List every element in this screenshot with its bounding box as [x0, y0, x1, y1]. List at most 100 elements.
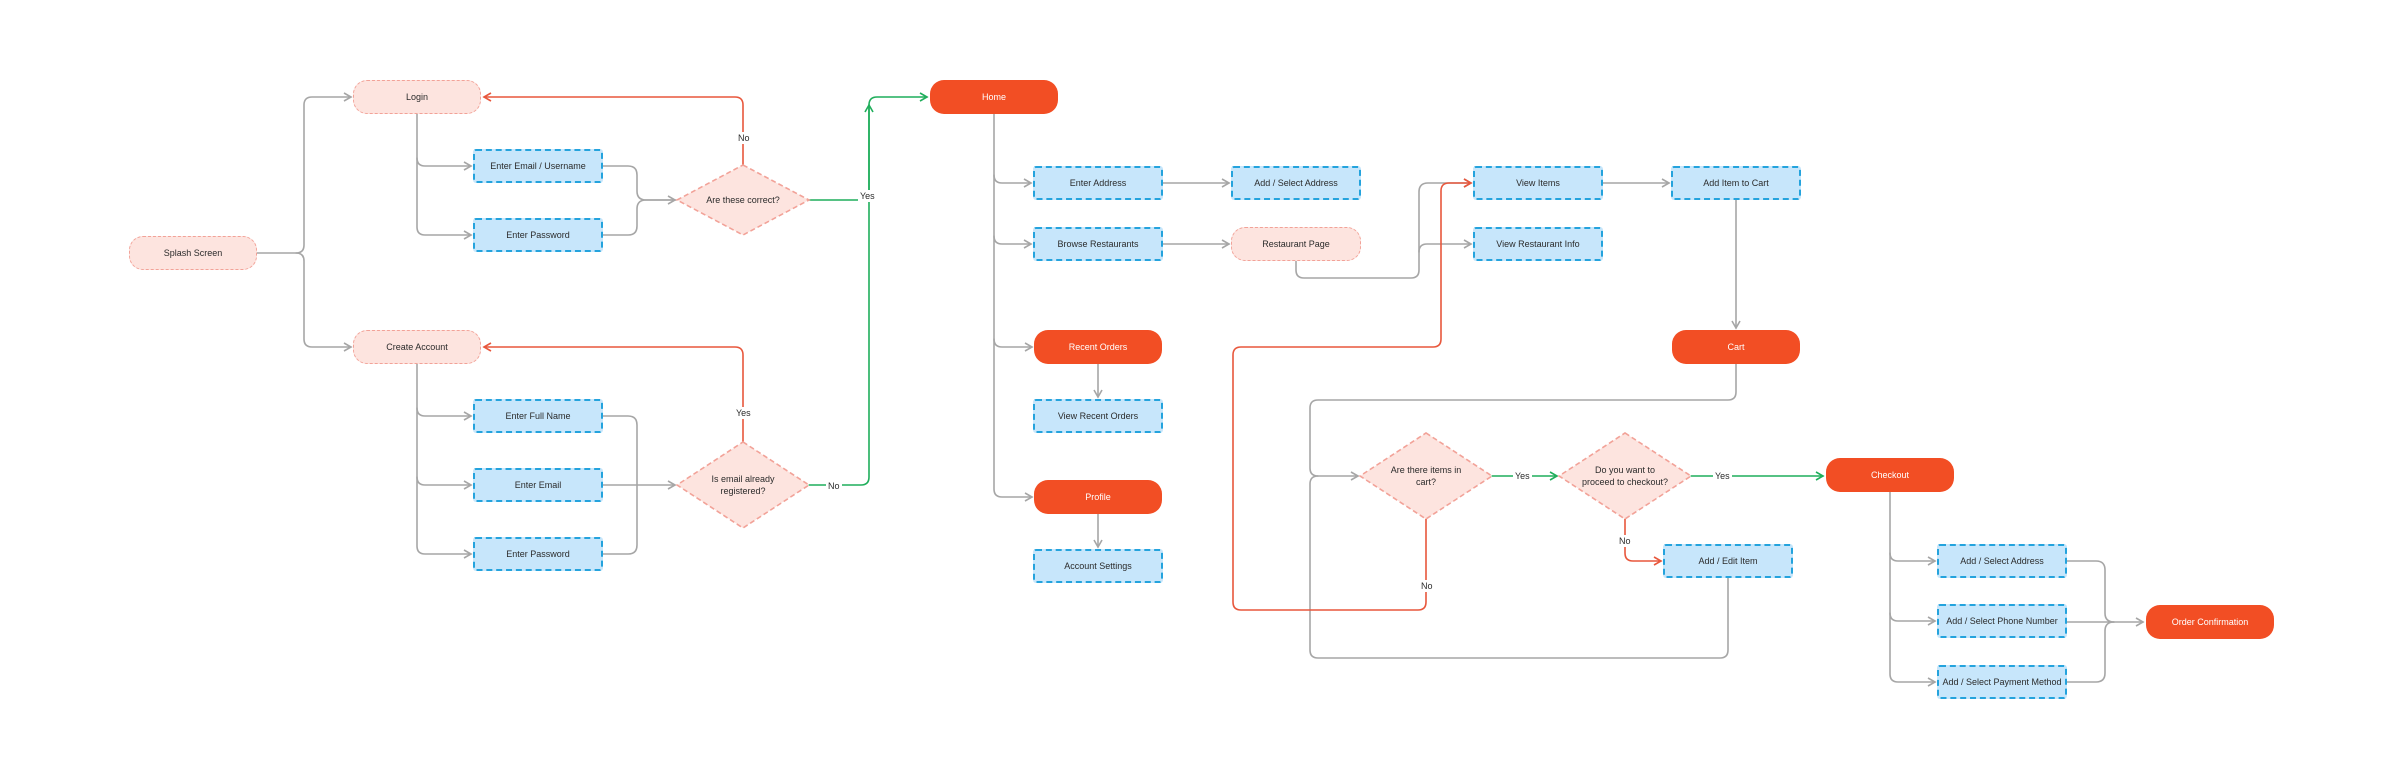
view-recent-orders-node: View Recent Orders [1033, 399, 1163, 433]
node-label: Enter Password [506, 230, 570, 240]
edge-label-proceed-no: No [1617, 535, 1633, 547]
node-label: Browse Restaurants [1057, 239, 1139, 249]
node-label: Enter Email / Username [490, 161, 586, 171]
decision-items-in-cart-diamond [1358, 432, 1494, 520]
view-restaurant-info-node: View Restaurant Info [1473, 227, 1603, 261]
edge-home-enter-address [993, 113, 1033, 188]
cart-node: Cart [1672, 330, 1800, 364]
order-confirmation-node: Order Confirmation [2146, 605, 2274, 639]
edge-home-profile [993, 338, 1034, 502]
node-label: Order Confirmation [2171, 617, 2249, 627]
node-label: Enter Full Name [505, 411, 571, 421]
node-label: Home [981, 92, 1006, 102]
edge-splash-login [256, 92, 353, 254]
login-email-input-node: Enter Email / Username [473, 149, 603, 183]
edge-proceed-no [1624, 518, 1663, 566]
edge-payment-confirm [2066, 621, 2115, 683]
edge-correct-no [482, 92, 744, 166]
node-label: Profile [1085, 492, 1111, 502]
edge-create-password [416, 476, 473, 559]
node-label: Add / Select Address [1254, 178, 1338, 188]
node-label: Create Account [386, 342, 448, 352]
decision-label: Is email already registered? [711, 474, 775, 496]
edge-login-email [416, 113, 473, 171]
decision-registered-text: Is email already registered? [703, 465, 783, 505]
edge-label-correct-no: No [736, 132, 752, 144]
edge-splash-create [295, 252, 353, 352]
edge-checkout-address [1889, 491, 1937, 566]
edge-label-proceed-yes: Yes [1713, 470, 1732, 482]
node-label: Account Settings [1064, 561, 1132, 571]
edge-restaurant-view-items [1295, 178, 1473, 279]
node-label: Checkout [1870, 470, 1910, 480]
home-add-select-address-node: Add / Select Address [1231, 166, 1361, 200]
node-label: Recent Orders [1068, 342, 1128, 352]
edge-create-email [416, 407, 473, 490]
edge-home-browse [993, 174, 1033, 249]
account-settings-node: Account Settings [1033, 549, 1163, 583]
node-label: Add / Select Phone Number [1946, 616, 2058, 626]
decision-label: Are there items in cart? [1390, 465, 1462, 487]
edge-restaurant-info [1418, 239, 1473, 253]
signup-email-input-node: Enter Email [473, 468, 603, 502]
edge-email-correct [602, 165, 677, 201]
edge-registered-no [808, 103, 874, 486]
add-edit-item-node: Add / Edit Item [1663, 544, 1793, 578]
edge-label-items-yes: Yes [1513, 470, 1532, 482]
decision-items-in-cart-text: Are there items in cart? [1385, 456, 1467, 496]
decision-proceed-checkout-diamond [1557, 432, 1693, 520]
edge-address-confirm [2066, 560, 2115, 623]
checkout-phone-node: Add / Select Phone Number [1937, 604, 2067, 638]
node-label: Add / Edit Item [1698, 556, 1758, 566]
edge-home-recent-orders [993, 235, 1034, 352]
edge-label-correct-yes: Yes [858, 190, 877, 202]
edge-login-password [416, 157, 473, 240]
edge-edit-loop [1309, 475, 1729, 659]
edge-label-items-no: No [1419, 580, 1435, 592]
node-label: View Items [1516, 178, 1560, 188]
decision-label: Are these correct? [706, 195, 780, 205]
edge-label-registered-no: No [826, 480, 842, 492]
edge-label-registered-yes: Yes [734, 407, 753, 419]
login-password-input-node: Enter Password [473, 218, 603, 252]
checkout-address-node: Add / Select Address [1937, 544, 2067, 578]
node-label: Enter Password [506, 549, 570, 559]
node-label: Enter Email [514, 480, 562, 490]
node-label: Add / Select Payment Method [1942, 677, 2062, 687]
view-items-node: View Items [1473, 166, 1603, 200]
home-node: Home [930, 80, 1058, 114]
node-label: View Restaurant Info [1496, 239, 1580, 249]
profile-node: Profile [1034, 480, 1162, 514]
node-label: Restaurant Page [1262, 239, 1330, 249]
edge-fullname-registered [602, 415, 638, 486]
edge-checkout-payment [1889, 612, 1937, 687]
edge-password-registered [602, 484, 638, 555]
decision-correct-text: Are these correct? [703, 180, 783, 220]
decision-correct-diamond [675, 164, 811, 236]
login-node: Login [353, 80, 481, 114]
decision-registered-diamond [675, 441, 811, 529]
full-name-input-node: Enter Full Name [473, 399, 603, 433]
edge-items-no [1232, 178, 1473, 611]
edge-create-fullname [416, 363, 473, 421]
checkout-node: Checkout [1826, 458, 1954, 492]
edge-correct-yes [808, 92, 929, 201]
node-label: Add Item to Cart [1703, 178, 1769, 188]
edge-checkout-phone [1889, 552, 1937, 626]
edge-password-correct [602, 195, 677, 236]
node-label: View Recent Orders [1057, 411, 1139, 421]
browse-restaurants-node: Browse Restaurants [1033, 227, 1163, 261]
decision-proceed-checkout-text: Do you want to proceed to checkout? [1580, 450, 1670, 502]
checkout-payment-node: Add / Select Payment Method [1937, 665, 2067, 699]
splash-screen-node: Splash Screen [129, 236, 257, 270]
signup-password-input-node: Enter Password [473, 537, 603, 571]
restaurant-page-node: Restaurant Page [1231, 227, 1361, 261]
recent-orders-node: Recent Orders [1034, 330, 1162, 364]
node-label: Cart [1727, 342, 1745, 352]
add-item-to-cart-node: Add Item to Cart [1671, 166, 1801, 200]
enter-address-node: Enter Address [1033, 166, 1163, 200]
node-label: Login [405, 92, 429, 102]
node-label: Add / Select Address [1960, 556, 2044, 566]
create-account-node: Create Account [353, 330, 481, 364]
